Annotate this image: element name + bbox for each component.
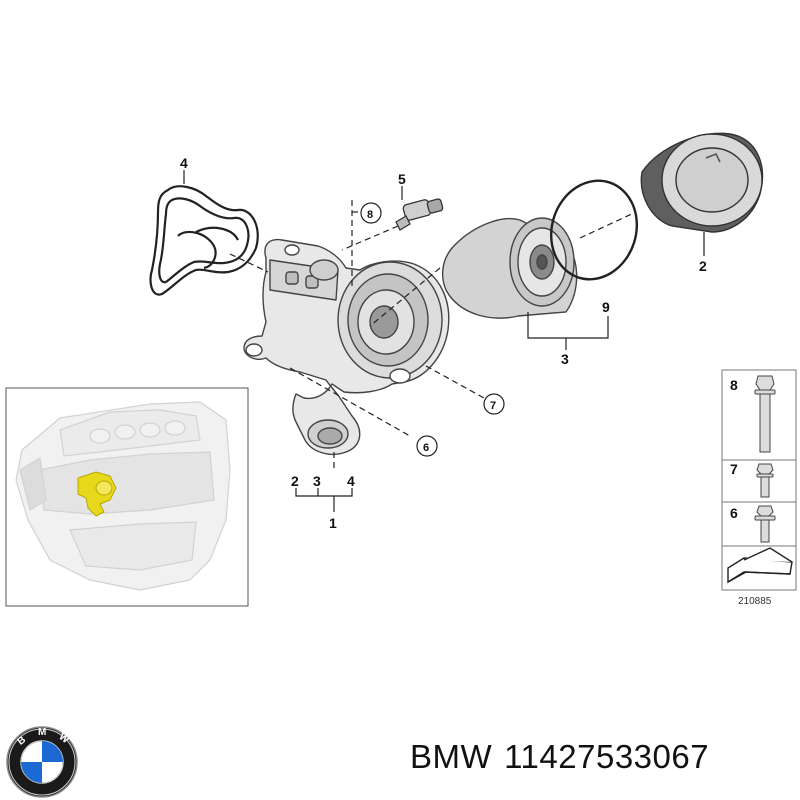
callout-1: 1 (329, 515, 337, 531)
drawing-number: 210885 (738, 596, 772, 607)
long-bolt-icon (754, 375, 776, 453)
legend-number-7: 7 (730, 461, 738, 477)
callout-6-circle (416, 435, 438, 457)
highlighted-housing (77, 471, 117, 517)
svg-text:M: M (38, 727, 46, 738)
legend-number-6: 6 (730, 505, 738, 521)
gasket-part (149, 185, 259, 296)
brand-name: BMW (410, 738, 493, 775)
drawing-arrow-icon (727, 547, 793, 584)
o-ring-part (549, 179, 639, 281)
leader-lines (183, 170, 705, 512)
part-number: 11427533067 (504, 738, 710, 775)
callout-6: 6 (423, 442, 429, 454)
sensor-part (395, 198, 444, 231)
group-callout-3: 3 (313, 473, 321, 489)
group-callout-4: 4 (347, 473, 355, 489)
filter-cap-part (640, 132, 764, 233)
callout-5: 5 (398, 171, 406, 187)
oil-filter-element (441, 217, 578, 319)
bmw-roundel-icon: B M W (6, 726, 78, 798)
short-bolt-icon (756, 463, 774, 498)
oil-filter-housing (243, 238, 450, 456)
callout-8: 8 (367, 209, 373, 221)
group-callout-2: 2 (291, 473, 299, 489)
callout-2: 2 (699, 258, 707, 274)
part-caption: BMW 11427533067 (410, 738, 790, 776)
engine-location-inset (5, 387, 249, 607)
callout-7-circle (483, 393, 505, 415)
flange-bolt-icon (754, 505, 776, 543)
callout-4: 4 (180, 155, 188, 171)
bolt-legend: 8 7 6 210885 (721, 369, 797, 607)
callout-3: 3 (561, 351, 569, 367)
legend-number-8: 8 (730, 377, 738, 393)
callout-9: 9 (602, 299, 610, 315)
callout-8-circle (360, 202, 382, 224)
callout-7: 7 (490, 400, 496, 412)
